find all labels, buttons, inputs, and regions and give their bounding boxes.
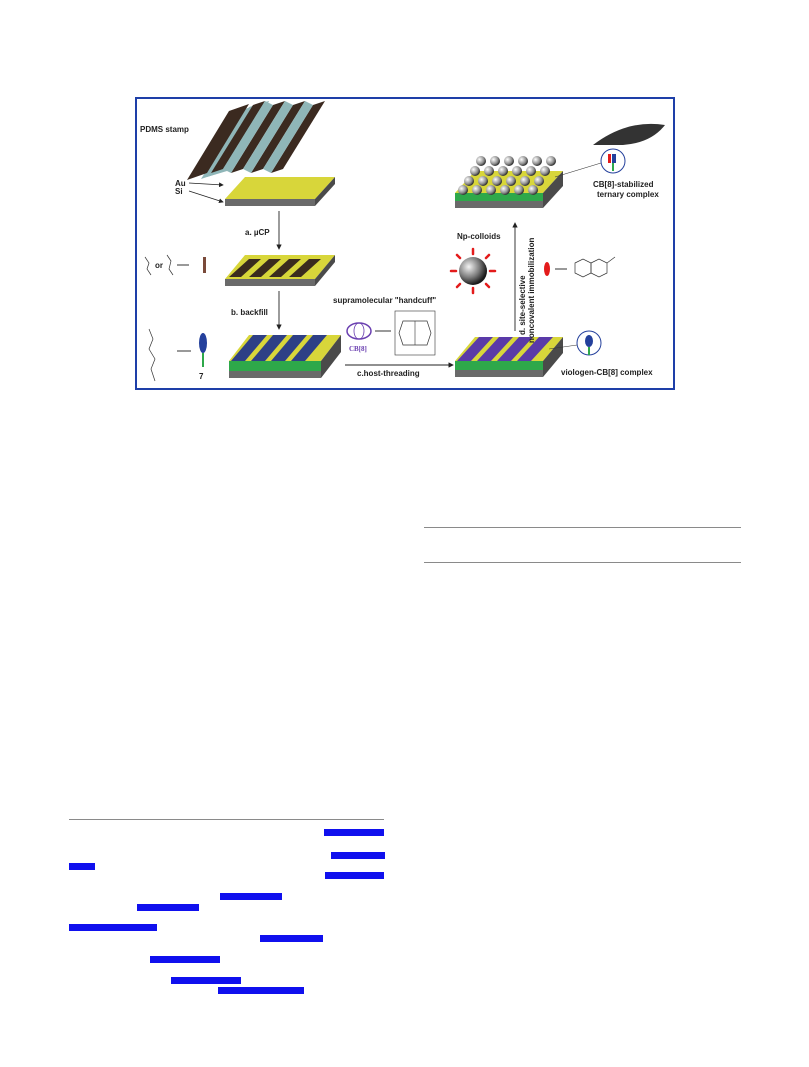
label-np-colloids: Np-colloids: [457, 232, 501, 241]
rule-references: [69, 819, 384, 820]
viologen-cb8-zoom-icon: [548, 330, 602, 356]
patterned-substrate: [225, 255, 335, 286]
rule-upper: [424, 527, 741, 528]
reference-link[interactable]: [218, 987, 304, 994]
label-handcuff: supramolecular "handcuff": [333, 296, 436, 305]
label-step-b: b. backfill: [231, 308, 268, 317]
np-immobilized-surface: [455, 156, 563, 208]
reference-link[interactable]: [324, 829, 384, 836]
scheme-diagram: PDMS stamp Au Si a. µCP or b. backfill: [140, 101, 665, 382]
label-step-d-line1: d. site-selective: [518, 275, 527, 335]
reference-link[interactable]: [69, 863, 95, 870]
label-step-a: a. µCP: [245, 228, 270, 237]
label-ternary-line1: CB[8]-stabilized: [593, 180, 654, 189]
reference-link[interactable]: [137, 904, 199, 911]
ternary-complex-zoom-icon: [554, 123, 665, 178]
reference-link[interactable]: [150, 956, 220, 963]
viologen-cb8-surface: [455, 337, 563, 377]
compound-7-icon: [148, 328, 207, 382]
cb8-host-icon: [346, 322, 372, 340]
si-pointer-arrow: [188, 190, 224, 204]
label-step-d-line2: noncovalent immobilization: [527, 238, 536, 343]
naphthalene-guest-icon: [544, 256, 616, 278]
reference-link[interactable]: [325, 872, 384, 879]
rule-lower: [424, 562, 741, 563]
reference-link[interactable]: [69, 924, 157, 931]
reference-link[interactable]: [171, 977, 241, 984]
pdms-stamp: [187, 101, 325, 180]
label-compound-7: 7: [199, 372, 204, 381]
label-step-c: c.host-threading: [357, 369, 420, 378]
label-si: Si: [175, 187, 183, 196]
label-au: Au: [175, 179, 186, 188]
label-pdms-stamp: PDMS stamp: [140, 125, 189, 134]
reference-link[interactable]: [331, 852, 385, 859]
reference-link[interactable]: [260, 935, 323, 942]
thiol-molecules: [144, 254, 206, 276]
au-si-substrate: [225, 177, 335, 206]
label-viologen-complex: viologen-CB[8] complex: [561, 368, 653, 377]
label-cb8: CB[8]: [349, 345, 367, 353]
au-pointer-arrow: [188, 182, 224, 188]
label-ternary-line2: ternary complex: [597, 190, 659, 199]
backfilled-substrate: [229, 335, 341, 378]
cb8-structure: [394, 310, 436, 356]
np-colloid-icon: [449, 247, 497, 295]
figure-frame: PDMS stamp Au Si a. µCP or b. backfill: [135, 97, 675, 390]
reference-link[interactable]: [220, 893, 282, 900]
label-or: or: [155, 261, 163, 270]
